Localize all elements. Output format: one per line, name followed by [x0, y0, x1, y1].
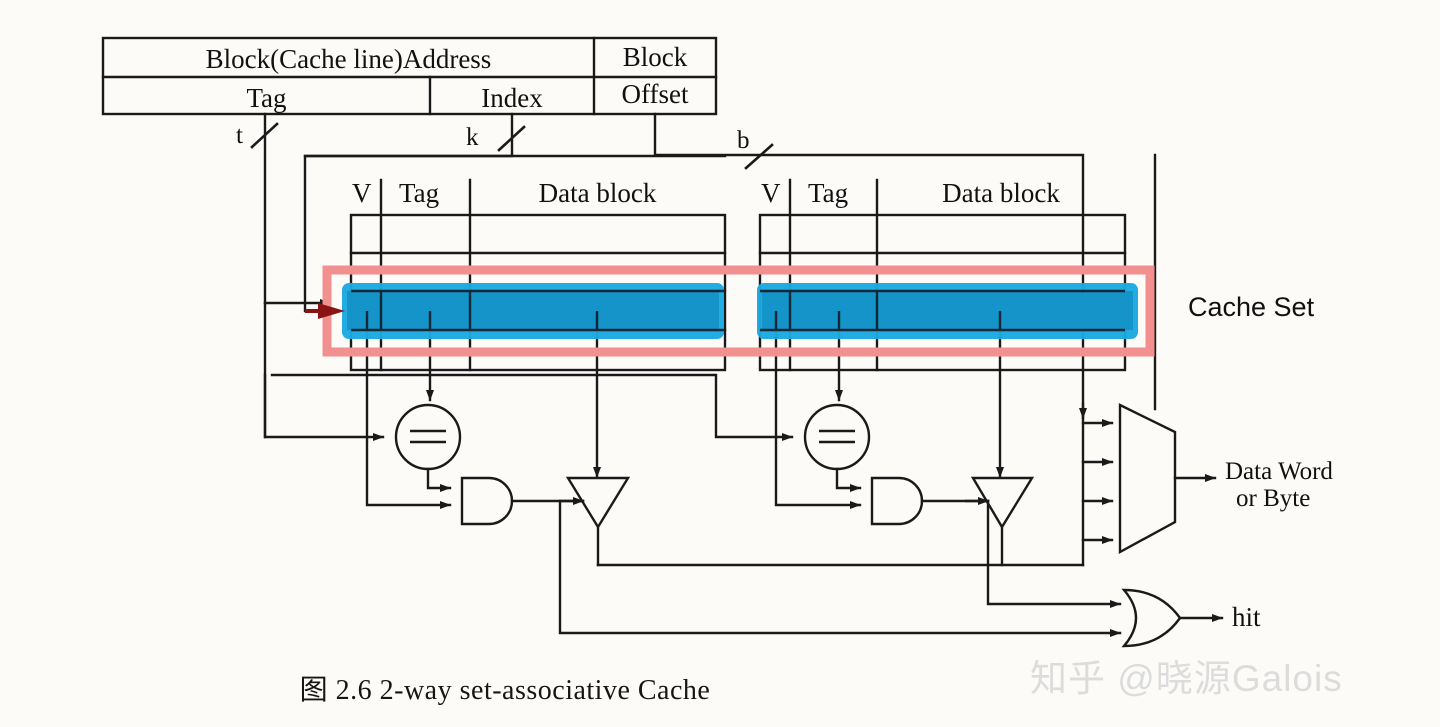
way-1-valid-header: V	[761, 178, 781, 208]
cache-set-highlight	[322, 265, 1155, 357]
index-bus	[303, 112, 526, 315]
comparator-way-0	[394, 403, 462, 471]
cache-set-label: Cache Set	[1188, 292, 1315, 322]
index-bus-width-label: k	[466, 124, 479, 151]
data-word-output-label-line2: or Byte	[1236, 485, 1311, 512]
way-1-taps	[774, 309, 1004, 509]
address-block-label: Block(Cache line)Address	[205, 44, 492, 74]
hit-output-label: hit	[1232, 602, 1261, 632]
tri-state-buffer-way-0	[565, 476, 631, 567]
tag-compare-rail-1	[263, 373, 794, 441]
tag-field-label: Tag	[246, 83, 287, 113]
way-0-tag-header: Tag	[399, 178, 440, 208]
way-1-tag-header: Tag	[808, 178, 849, 208]
comparator-glyphs	[410, 429, 855, 444]
watermark: 知乎 @晓源Galois	[1030, 658, 1343, 699]
way-1-data-header: Data block	[942, 178, 1060, 208]
block-offset-label-line1: Block	[622, 42, 688, 72]
and-gate-way-1	[870, 476, 990, 526]
tag-bus	[250, 112, 332, 307]
tag-bus-width-label: t	[236, 122, 243, 149]
highlight-grid-overlay	[351, 289, 1125, 332]
hit-paths	[558, 499, 1122, 637]
way-0-data-header: Data block	[538, 178, 657, 208]
data-word-output-label-line1: Data Word	[1225, 458, 1333, 485]
comparator-0-to-and	[426, 467, 452, 492]
comparator-1-to-and	[835, 467, 862, 492]
multiplexer	[1081, 403, 1217, 567]
index-field-label: Index	[481, 83, 543, 113]
comparator-way-1	[803, 403, 871, 471]
and-gate-way-0	[460, 476, 585, 526]
tri-state-buffer-way-1	[970, 476, 1035, 567]
way-0-taps	[365, 309, 601, 509]
address-box	[101, 36, 718, 116]
or-gate	[1121, 588, 1224, 648]
offset-bus-width-label: b	[737, 127, 750, 154]
way-0-valid-header: V	[352, 178, 372, 208]
index-arrowhead	[305, 303, 345, 319]
figure-caption: 图 2.6 2-way set-associative Cache	[299, 675, 711, 706]
block-offset-label-line2: Offset	[621, 79, 689, 109]
